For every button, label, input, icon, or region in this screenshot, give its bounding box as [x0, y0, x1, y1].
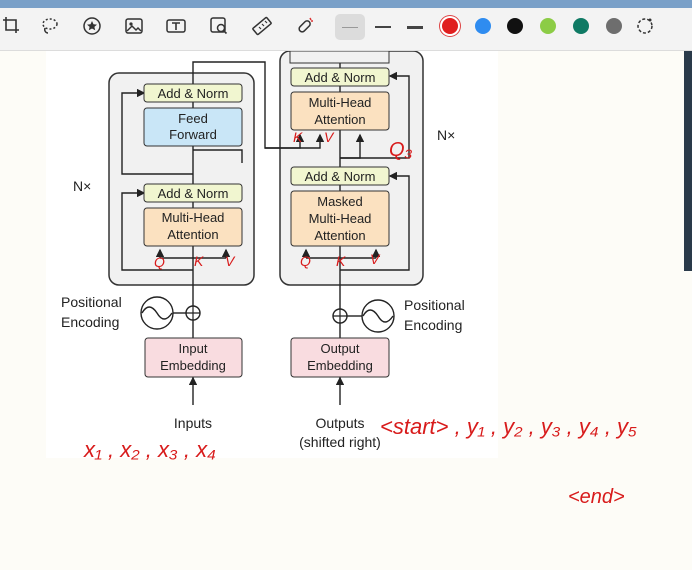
- output-embedding-label-1: Output: [320, 341, 359, 356]
- annotation-toolbar: [0, 0, 692, 51]
- color-wheel-icon[interactable]: [633, 14, 657, 38]
- enc-q-mark: Q: [154, 254, 165, 270]
- decoder-pos-enc-label-1: Positional: [404, 297, 465, 313]
- color-swatch-red[interactable]: [442, 18, 458, 34]
- encoder-multi-head-attention: [143, 207, 243, 247]
- encoder-pos-enc-label-1: Positional: [61, 294, 122, 310]
- ruler-icon[interactable]: [250, 14, 274, 38]
- decoder-block: Add & Norm Multi-Head Attention Add & No…: [192, 51, 465, 450]
- decoder-add-norm-partial: [289, 51, 390, 64]
- encoder-add-norm-bottom-label: Add & Norm: [158, 186, 229, 201]
- decoder-masked-attention: [290, 190, 390, 247]
- cross-v-mark: V: [324, 129, 335, 145]
- decoder-add-norm-top: [290, 67, 390, 87]
- input-tokens-note: x₁ , x₂ , x₃ , x₄: [83, 437, 216, 462]
- input-embedding-label-2: Embedding: [160, 358, 226, 373]
- encoder-mha-label-2: Attention: [167, 227, 218, 242]
- dec-k-mark: K: [336, 253, 346, 269]
- pen-thick-icon: [407, 25, 423, 29]
- decoder-masked-label-3: Attention: [314, 228, 365, 243]
- output-tokens-note: <start> , y₁ , y₂ , y₃ , y₄ , y₅: [380, 414, 637, 439]
- enc-k-mark: K: [194, 253, 204, 269]
- cross-q-mark: Q₃: [389, 139, 413, 161]
- color-swatch-teal[interactable]: [573, 18, 589, 34]
- encoder-feed-forward: [143, 107, 243, 147]
- decoder-mha-label-2: Attention: [314, 112, 365, 127]
- decoder-add-norm-top-label: Add & Norm: [305, 70, 376, 85]
- inputs-label: Inputs: [174, 415, 212, 431]
- lasso-icon[interactable]: [37, 14, 61, 38]
- color-swatch-light-green[interactable]: [540, 18, 556, 34]
- text-box-icon[interactable]: [164, 14, 188, 38]
- color-swatch-blue[interactable]: [475, 18, 491, 34]
- laser-pointer-icon[interactable]: [293, 14, 317, 38]
- encoder-feed-forward-label-2: Forward: [169, 127, 217, 142]
- window-top-strip: [0, 0, 692, 8]
- input-embedding-label-1: Input: [179, 341, 208, 356]
- decoder-add-norm-bottom: [290, 166, 390, 186]
- decoder-nx-label: N×: [437, 127, 455, 143]
- pen-medium-button[interactable]: [368, 14, 398, 40]
- color-swatch-gray[interactable]: [606, 18, 622, 34]
- color-swatch-black[interactable]: [507, 18, 523, 34]
- encoder-nx-label: N×: [73, 178, 91, 194]
- image-icon[interactable]: [122, 14, 146, 38]
- cross-k-mark: K: [293, 129, 303, 145]
- screenshot-icon[interactable]: [207, 14, 231, 38]
- pen-thick-button[interactable]: [400, 14, 430, 40]
- enc-v-mark: V: [225, 253, 236, 269]
- end-token-note: <end>: [568, 486, 625, 508]
- note-canvas[interactable]: Add & Norm Feed Forward Add & Norm Multi…: [0, 51, 692, 570]
- outputs-label: Outputs: [315, 415, 364, 431]
- crop-icon[interactable]: [0, 14, 24, 38]
- star-sticker-icon[interactable]: [80, 14, 104, 38]
- dec-q-mark: Q: [300, 253, 311, 269]
- encoder-add-norm-top-label: Add & Norm: [158, 86, 229, 101]
- encoder-add-norm-bottom: [143, 183, 243, 203]
- outputs-shifted-label: (shifted right): [299, 434, 381, 450]
- dec-v-mark: V: [370, 251, 381, 267]
- pen-thin-icon: [342, 26, 358, 28]
- encoder-pos-enc-label-2: Encoding: [61, 314, 119, 330]
- decoder-pos-enc-label-2: Encoding: [404, 317, 462, 333]
- encoder-add-norm-top: [143, 83, 243, 103]
- handwritten-annotations: Q K V Q K V K V Q₃ x₁ , x₂ , x₃ , x₄ <st…: [83, 129, 637, 508]
- decoder-masked-label-2: Multi-Head: [309, 211, 372, 226]
- encoder-mha-label-1: Multi-Head: [162, 210, 225, 225]
- encoder-feed-forward-label-1: Feed: [178, 111, 208, 126]
- pen-medium-icon: [375, 26, 391, 28]
- output-embedding-label-2: Embedding: [307, 358, 373, 373]
- pen-thin-button[interactable]: [335, 14, 365, 40]
- decoder-multi-head-attention: [290, 91, 390, 131]
- encoder-block: Add & Norm Feed Forward Add & Norm Multi…: [61, 72, 255, 431]
- decoder-masked-label-1: Masked: [317, 194, 363, 209]
- decoder-add-norm-bottom-label: Add & Norm: [305, 169, 376, 184]
- decoder-mha-label-1: Multi-Head: [309, 95, 372, 110]
- background-window-edge: [684, 51, 692, 271]
